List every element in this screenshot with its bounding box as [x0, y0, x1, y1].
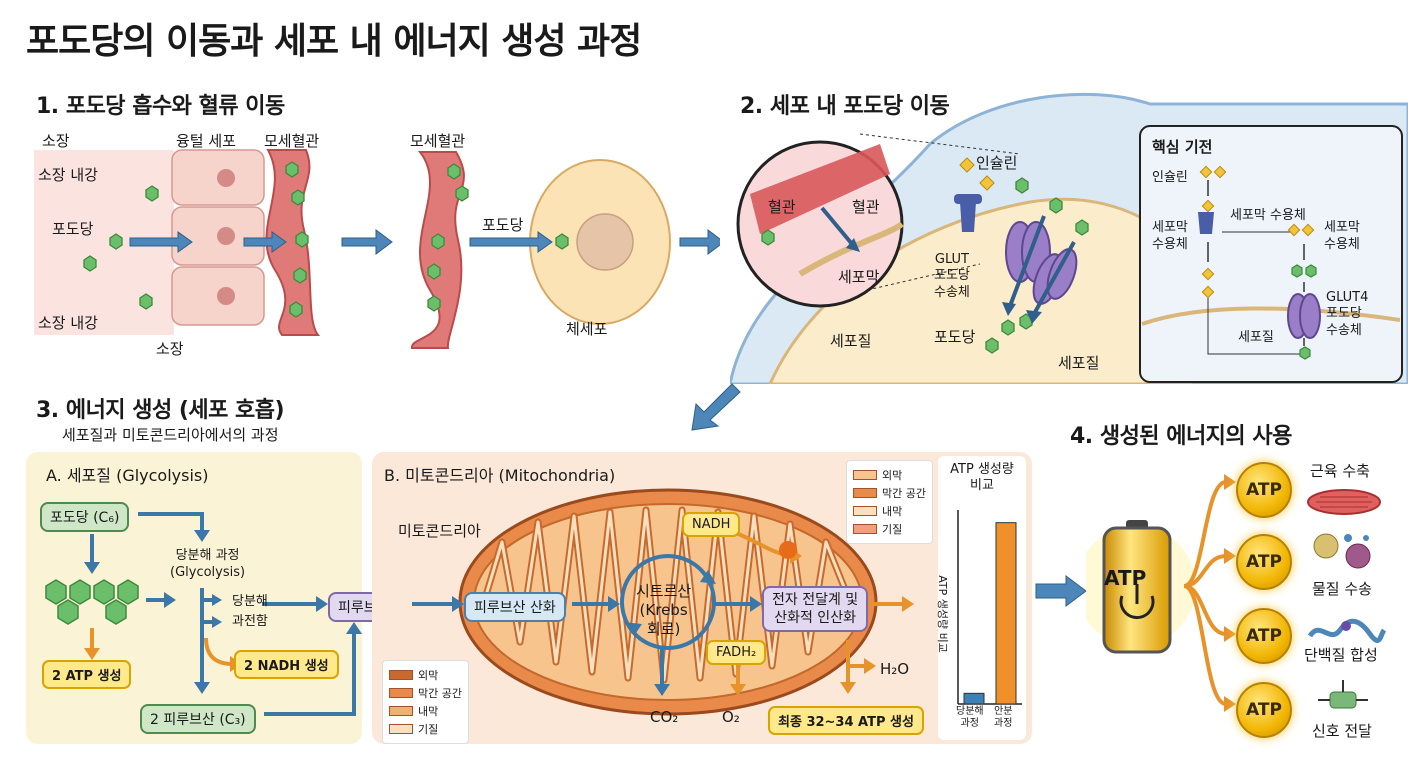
energy-use-diagram: [1086, 474, 1236, 712]
chart-title: ATP 생성량 비교: [950, 462, 1014, 493]
chart-bar-0: [963, 692, 985, 705]
label-o2: O₂: [722, 708, 740, 726]
use-protein: 단백질 합성: [1304, 646, 1378, 664]
page-title: 포도당의 이동과 세포 내 에너지 생성 과정: [26, 21, 642, 62]
key-receptor: 세포막 수용체: [1230, 208, 1306, 223]
atp-coin-1: ATP: [1236, 462, 1292, 518]
battery-label: ATP: [1104, 566, 1147, 590]
chart-category-0: 당분해 과정: [956, 706, 984, 729]
section3-heading: 3. 에너지 생성 (세포 호흡): [36, 398, 285, 423]
label-capillary: 모세혈관: [264, 132, 320, 150]
right-arrow-icon: [1035, 575, 1087, 607]
key-mechanism-title: 핵심 기전: [1152, 138, 1213, 156]
panel-a-title: A. 세포질 (Glycolysis): [46, 466, 209, 485]
box-nadh: NADH: [682, 512, 741, 537]
label-body-cell: 체세포: [566, 320, 608, 338]
label-glut: GLUT 포도당 수송체: [934, 252, 970, 300]
label-vessel1: 혈관: [768, 198, 796, 216]
label-capillary2: 모세혈관: [410, 132, 466, 150]
label-krebs: 시트르산 (Krebs 회로): [636, 582, 692, 638]
box-pyruvate-ox: 피루브산 산화: [464, 592, 566, 622]
use-signal: 신호 전달: [1312, 722, 1372, 740]
label-small-intestine: 소장: [42, 132, 70, 150]
box-etc: 전자 전달계 및 산화적 인산화: [762, 586, 869, 633]
chart-plot: [957, 510, 1022, 705]
section1-heading: 1. 포도당 흡수와 혈류 이동: [36, 94, 285, 119]
label-glycolysis: 당분해 과정 (Glycolysis): [170, 548, 246, 580]
label-cytoplasm: 세포질: [830, 332, 872, 350]
key-left-receptor: 세포막 수용체: [1152, 220, 1188, 252]
box-2pyruvate: 2 피루브산 (C₃): [140, 704, 256, 734]
label-mitochondria: 미토콘드리아: [398, 522, 481, 540]
section3-subheading: 세포질과 미토콘드리아에서의 과정: [62, 426, 279, 444]
box-final-atp: 최종 32~34 ATP 생성: [768, 706, 924, 735]
key-right-receptor: 세포막 수용체: [1324, 220, 1360, 252]
legend-bottom: 외막 막간 공간 내막 기질: [382, 660, 469, 744]
section2-heading: 2. 세포 내 포도당 이동: [740, 94, 950, 119]
label-co2: CO₂: [650, 708, 679, 726]
key-cytoplasm: 세포질: [1238, 330, 1274, 345]
signal-icon: [1318, 680, 1368, 709]
box-2atp: 2 ATP 생성: [42, 660, 132, 689]
section4-heading: 4. 생성된 에너지의 사용: [1070, 424, 1292, 449]
atp-coin-3: ATP: [1236, 608, 1292, 664]
panel-b-title: B. 미토콘드리아 (Mitochondria): [384, 466, 616, 485]
label-lumen-bottom: 소장 내강: [38, 314, 98, 332]
label-h2o: H₂O: [880, 660, 910, 678]
use-muscle: 근육 수축: [1310, 462, 1370, 480]
label-glucose: 포도당: [52, 220, 94, 238]
protein-icon: [1307, 618, 1386, 643]
muscle-icon: [1307, 489, 1381, 515]
cell-transport-diagram: [730, 92, 1408, 384]
glycolysis-flow: [45, 512, 362, 716]
absorption-diagram: [34, 149, 720, 349]
box-2nadh: 2 NADH 생성: [234, 650, 339, 679]
atp-coin-2: ATP: [1236, 534, 1292, 590]
box-glucose-c6: 포도당 (C₆): [40, 502, 130, 532]
label-villus-cell: 융털 세포: [176, 132, 236, 150]
label-insulin: 인슐린: [976, 154, 1018, 172]
chart-bar-1: [995, 522, 1017, 705]
legend-top: 외막 막간 공간 내막 기질: [846, 460, 933, 544]
label-vessel2: 혈관: [852, 198, 880, 216]
key-glut4: GLUT4 포도당 수송체: [1326, 290, 1369, 338]
label-cytoplasm2: 세포질: [1058, 354, 1100, 372]
chart-category-1: 안분 과정: [994, 706, 1013, 729]
label-glucose-cell: 포도당: [934, 328, 976, 346]
atp-coin-4: ATP: [1236, 682, 1292, 738]
label-glycolysis-steps: 당분해 과전함: [232, 594, 268, 629]
label-glucose2: 포도당: [482, 216, 524, 234]
use-transport: 물질 수송: [1312, 580, 1372, 598]
transport-icon: [1313, 533, 1371, 569]
atp-chart: ATP 생성량 비교 ATP 생성량 비교 당분해 과정 안분 과정: [936, 456, 1026, 740]
key-insulin: 인슐린: [1152, 170, 1188, 185]
label-lumen-top: 소장 내강: [38, 166, 98, 184]
label-small-intestine-bottom: 소장: [156, 340, 184, 358]
label-membrane: 세포막: [838, 268, 880, 286]
box-fadh2: FADH₂: [706, 640, 767, 665]
down-arrow-icon: [691, 383, 741, 431]
